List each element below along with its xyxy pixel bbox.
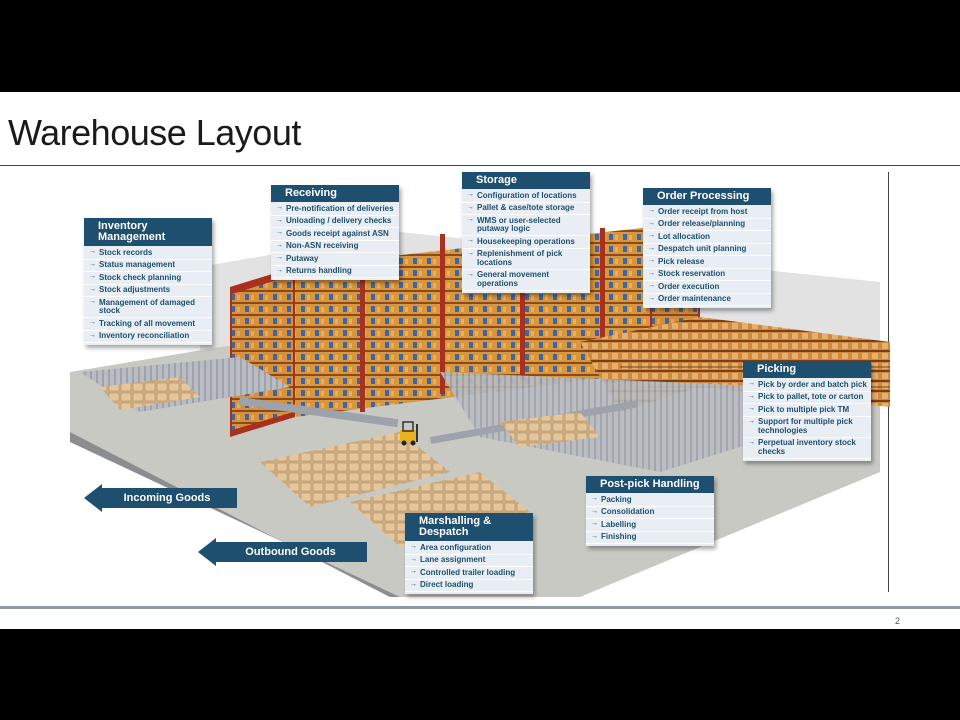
panel-receiving: Receiving Pre-notification of deliveries…	[271, 185, 399, 280]
panel-title: Order Processing	[643, 188, 771, 205]
list-item: Pallet & case/tote storage	[462, 203, 590, 215]
incoming-pallets	[260, 432, 450, 507]
panel-list: Order receipt from hostOrder release/pla…	[643, 205, 771, 308]
list-item: Lane assignment	[405, 555, 533, 567]
list-item: Pick to pallet, tote or carton	[743, 392, 871, 404]
incoming-goods-label: Incoming Goods	[97, 488, 237, 508]
panel-list: Area configurationLane assignmentControl…	[405, 541, 533, 594]
panel-list: PackingConsolidationLabellingFinishing	[586, 493, 714, 546]
list-item: Returns handling	[271, 266, 399, 278]
list-item: Support for multiple pick technologies	[743, 417, 871, 438]
panel-marshalling-despatch: Marshalling & Despatch Area configuratio…	[405, 513, 533, 594]
list-item: Controlled trailer loading	[405, 567, 533, 580]
list-item: Order execution	[643, 281, 771, 294]
title-divider	[0, 165, 960, 166]
panel-title: Marshalling & Despatch	[405, 513, 533, 541]
outbound-goods-label: Outbound Goods	[214, 542, 367, 562]
list-item: Management of damaged stock	[84, 297, 212, 318]
list-item: Stock check planning	[84, 272, 212, 285]
forklift	[400, 421, 418, 446]
list-item: Non-ASN receiving	[271, 241, 399, 253]
list-item: Status management	[84, 260, 212, 272]
panel-storage: Storage Configuration of locationsPallet…	[462, 172, 590, 293]
panel-list: Pre-notification of deliveriesUnloading …	[271, 202, 399, 280]
list-item: Stock adjustments	[84, 285, 212, 297]
conveyor-system	[440, 372, 820, 472]
list-item: Goods receipt against ASN	[271, 228, 399, 241]
slide-title: Warehouse Layout	[8, 112, 301, 153]
list-item: Pre-notification of deliveries	[271, 203, 399, 216]
panel-inventory-management: Inventory Management Stock recordsStatus…	[84, 218, 212, 345]
panel-title: Receiving	[271, 185, 399, 202]
list-item: Labelling	[586, 519, 714, 532]
slide: Warehouse Layout	[0, 92, 960, 629]
panel-title: Inventory Management	[84, 218, 212, 246]
panel-list: Pick by order and batch pickPick to pall…	[743, 378, 871, 461]
list-item: General movement operations	[462, 270, 590, 291]
list-item: Area configuration	[405, 542, 533, 555]
panel-list: Configuration of locationsPallet & case/…	[462, 189, 590, 293]
list-item: Direct loading	[405, 580, 533, 592]
page-number: 2	[894, 616, 900, 626]
panel-list: Stock recordsStatus managementStock chec…	[84, 246, 212, 345]
list-item: Replenishment of pick locations	[462, 249, 590, 270]
panel-picking: Picking Pick by order and batch pickPick…	[743, 361, 871, 461]
panel-title: Storage	[462, 172, 590, 189]
list-item: Order maintenance	[643, 294, 771, 306]
list-item: Pick to multiple pick TM	[743, 404, 871, 417]
arrow-left-icon	[198, 538, 216, 566]
panel-title: Post-pick Handling	[586, 476, 714, 493]
list-item: Putaway	[271, 253, 399, 266]
list-item: Inventory reconciliation	[84, 331, 212, 343]
list-item: Stock reservation	[643, 269, 771, 281]
list-item: Housekeeping operations	[462, 236, 590, 249]
list-item: WMS or user-selected putaway logic	[462, 215, 590, 236]
footer-divider	[0, 606, 960, 609]
list-item: Order receipt from host	[643, 206, 771, 219]
list-item: Pick release	[643, 256, 771, 269]
list-item: Stock records	[84, 247, 212, 260]
list-item: Despatch unit planning	[643, 244, 771, 256]
list-item: Lot allocation	[643, 231, 771, 244]
list-item: Configuration of locations	[462, 190, 590, 203]
list-item: Consolidation	[586, 507, 714, 519]
panel-order-processing: Order Processing Order receipt from host…	[643, 188, 771, 308]
outbound-pallets	[350, 472, 530, 547]
list-item: Unloading / delivery checks	[271, 216, 399, 228]
list-item: Tracking of all movement	[84, 318, 212, 331]
list-item: Perpetual inventory stock checks	[743, 438, 871, 459]
panel-title: Picking	[743, 361, 871, 378]
list-item: Finishing	[586, 532, 714, 544]
list-item: Order release/planning	[643, 219, 771, 231]
list-item: Pick by order and batch pick	[743, 379, 871, 392]
list-item: Packing	[586, 494, 714, 507]
panel-post-pick-handling: Post-pick Handling PackingConsolidationL…	[586, 476, 714, 546]
